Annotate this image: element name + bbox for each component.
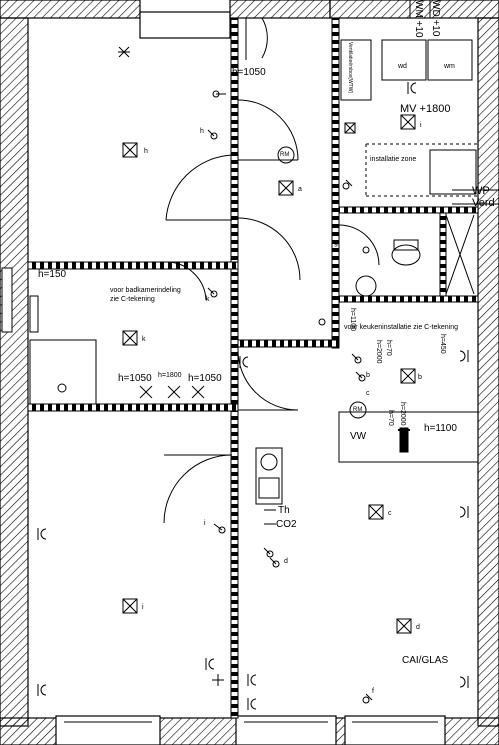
wd-label: wd bbox=[398, 63, 407, 70]
wd-top-label: WD +10 bbox=[430, 0, 441, 37]
symbol-i-1: i bbox=[142, 604, 144, 611]
symbol-d-1: d bbox=[284, 558, 288, 565]
symbol-a: a bbox=[298, 186, 302, 193]
wm-label: wm bbox=[444, 63, 455, 70]
co2-label: CO2 bbox=[276, 519, 297, 530]
symbol-f: f bbox=[372, 688, 374, 695]
badkamer-note: voor badkamerindeling zie C-tekening bbox=[110, 287, 181, 303]
symbol-g: g bbox=[334, 240, 338, 247]
fixtures bbox=[29, 39, 479, 505]
rm-label-2: RM bbox=[353, 407, 363, 413]
height-label-1050-a: h=1050 bbox=[118, 373, 152, 384]
mv-label: MV +1800 bbox=[400, 103, 451, 115]
cai-glas-label: CAI/GLAS bbox=[402, 655, 449, 666]
height-label-1800: h=1800 bbox=[158, 372, 182, 379]
height-vertical-450: h=450 bbox=[439, 334, 446, 354]
symbol-b-2: b bbox=[418, 374, 422, 381]
symbol-c-2: c bbox=[366, 390, 370, 397]
height-vertical-1100: h=1100 bbox=[349, 308, 356, 332]
th-label: Th bbox=[278, 505, 290, 516]
symbol-i-2: i bbox=[204, 520, 206, 527]
symbol-b-1: b bbox=[366, 372, 370, 379]
height-vertical-70-b: h=70 bbox=[387, 410, 394, 426]
vw-label: VW bbox=[350, 431, 367, 442]
verd-label: Verd bbox=[472, 197, 495, 209]
symbol-d-2: d bbox=[416, 624, 420, 631]
symbol-h: h bbox=[144, 148, 148, 155]
height-vertical-2000: h=2000 bbox=[375, 340, 382, 364]
switch-symbols bbox=[207, 90, 373, 704]
wp-label: WP bbox=[472, 185, 490, 197]
symbol-c-1: c bbox=[388, 510, 392, 517]
height-vertical-2000-b: h=2000 bbox=[399, 402, 406, 426]
symbol-k-2: k bbox=[142, 336, 146, 343]
wm-top-label: WM +10 bbox=[413, 0, 424, 38]
ventilation-box-label: Ventilatieërsbox(WTW) bbox=[347, 42, 353, 94]
light-symbols bbox=[122, 114, 416, 634]
door-swings bbox=[163, 17, 380, 524]
height-label-1050-b: h=1050 bbox=[188, 373, 222, 384]
height-vertical-70: h=70 bbox=[385, 340, 392, 356]
misc-lines bbox=[245, 0, 499, 205]
height-label-1100: h=1100 bbox=[424, 423, 457, 434]
symbol-k-1: k bbox=[206, 296, 210, 303]
height-label-1050-top: h=1050 bbox=[232, 67, 266, 78]
installatie-zone-label: installatie zone bbox=[370, 156, 417, 163]
outlet-symbols bbox=[37, 46, 469, 710]
symbol-h-2: h bbox=[200, 128, 204, 135]
keuken-note: voor keukeninstallatie zie C-tekening bbox=[344, 324, 459, 331]
symbol-i-3: i bbox=[420, 122, 422, 129]
rm-label-1: RM bbox=[280, 152, 290, 158]
height-label-150: h=150 bbox=[38, 269, 67, 280]
